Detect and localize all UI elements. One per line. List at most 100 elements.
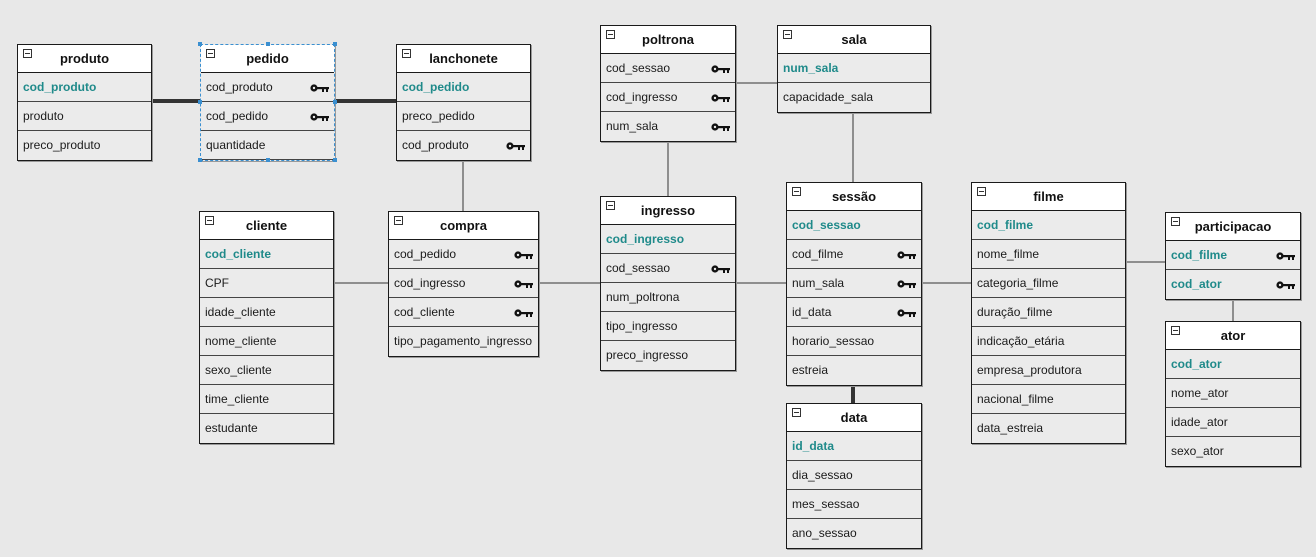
attribute-row[interactable]: indicação_etária [972,327,1125,356]
attribute-row[interactable]: empresa_produtora [972,356,1125,385]
entity-header[interactable]: filme [972,183,1125,211]
attribute-row[interactable]: cod_produto [397,131,530,160]
attribute-row[interactable]: preco_pedido [397,102,530,131]
attribute-row[interactable]: id_data [787,298,921,327]
attribute-row[interactable]: cod_ator [1166,270,1300,299]
collapse-toggle-icon[interactable] [783,30,792,39]
entity-header[interactable]: participacao [1166,213,1300,241]
attribute-row[interactable]: cod_sessao [787,211,921,240]
collapse-toggle-icon[interactable] [23,49,32,58]
attribute-row[interactable]: nacional_filme [972,385,1125,414]
collapse-toggle-icon[interactable] [606,201,615,210]
attribute-row[interactable]: categoria_filme [972,269,1125,298]
attribute-row[interactable]: time_cliente [200,385,333,414]
attribute-row[interactable]: capacidade_sala [778,83,930,112]
attribute-row[interactable]: idade_cliente [200,298,333,327]
resize-handle[interactable] [198,99,202,104]
attribute-row[interactable]: num_poltrona [601,283,735,312]
attribute-row[interactable]: sexo_ator [1166,437,1300,466]
collapse-toggle-icon[interactable] [206,49,215,58]
collapse-toggle-icon[interactable] [1171,326,1180,335]
resize-handle[interactable] [265,42,270,46]
collapse-toggle-icon[interactable] [606,30,615,39]
entity-header[interactable]: compra [389,212,538,240]
attribute-row[interactable]: cod_ingresso [601,225,735,254]
attribute-row[interactable]: id_data [787,432,921,461]
attribute-row[interactable]: preco_ingresso [601,341,735,370]
collapse-toggle-icon[interactable] [205,216,214,225]
attribute-row[interactable]: cod_ator [1166,350,1300,379]
attribute-row[interactable]: cod_cliente [200,240,333,269]
entity-header[interactable]: sessão [787,183,921,211]
attribute-row[interactable]: cod_pedido [389,240,538,269]
entity-header[interactable]: lanchonete [397,45,530,73]
collapse-toggle-icon[interactable] [394,216,403,225]
attribute-row[interactable]: num_sala [778,54,930,83]
attribute-row[interactable]: preco_produto [18,131,151,160]
entity-header[interactable]: pedido [201,45,334,73]
collapse-toggle-icon[interactable] [977,187,986,196]
attribute-row[interactable]: cod_pedido [201,102,334,131]
attribute-row[interactable]: produto [18,102,151,131]
resize-handle[interactable] [198,158,202,162]
resize-handle[interactable] [198,42,202,46]
attribute-row[interactable]: sexo_cliente [200,356,333,385]
attribute-row[interactable]: horario_sessao [787,327,921,356]
attribute-row[interactable]: cod_pedido [397,73,530,102]
attribute-row[interactable]: cod_filme [1166,241,1300,270]
resize-handle[interactable] [265,158,270,162]
attribute-row[interactable]: cod_filme [972,211,1125,240]
attribute-row[interactable]: estudante [200,414,333,443]
attribute-row[interactable]: ano_sessao [787,519,921,548]
collapse-toggle-icon[interactable] [402,49,411,58]
attribute-row[interactable]: nome_cliente [200,327,333,356]
attribute-row[interactable]: tipo_ingresso [601,312,735,341]
resize-handle[interactable] [333,158,337,162]
attribute-row[interactable]: tipo_pagamento_ingresso [389,327,538,356]
entity-header[interactable]: produto [18,45,151,73]
attribute-row[interactable]: idade_ator [1166,408,1300,437]
attribute-row[interactable]: quantidade [201,131,334,160]
resize-handle[interactable] [333,42,337,46]
attribute-row[interactable]: mes_sessao [787,490,921,519]
attribute-row[interactable]: cod_produto [18,73,151,102]
attribute-row[interactable]: data_estreia [972,414,1125,443]
entity-header[interactable]: cliente [200,212,333,240]
attribute-row[interactable]: cod_produto [201,73,334,102]
collapse-toggle-icon[interactable] [1171,217,1180,226]
resize-handle[interactable] [333,99,337,104]
attribute-row[interactable]: nome_ator [1166,379,1300,408]
attribute-row[interactable]: cod_cliente [389,298,538,327]
attribute-row[interactable]: cod_ingresso [389,269,538,298]
entity-header[interactable]: sala [778,26,930,54]
collapse-toggle-icon[interactable] [792,408,801,417]
attribute-row[interactable]: nome_filme [972,240,1125,269]
attribute-row[interactable]: CPF [200,269,333,298]
attribute-row[interactable]: cod_sessao [601,54,735,83]
entity-header[interactable]: data [787,404,921,432]
attribute-row[interactable]: duração_filme [972,298,1125,327]
collapse-toggle-icon[interactable] [792,187,801,196]
attribute-row[interactable]: cod_filme [787,240,921,269]
attribute-row[interactable]: estreia [787,356,921,385]
attribute-row[interactable]: cod_ingresso [601,83,735,112]
entity-header[interactable]: ator [1166,322,1300,350]
attribute-row[interactable]: num_sala [787,269,921,298]
attribute-row[interactable]: dia_sessao [787,461,921,490]
entity-header[interactable]: ingresso [601,197,735,225]
attribute-row[interactable]: num_sala [601,112,735,141]
entity-header[interactable]: poltrona [601,26,735,54]
